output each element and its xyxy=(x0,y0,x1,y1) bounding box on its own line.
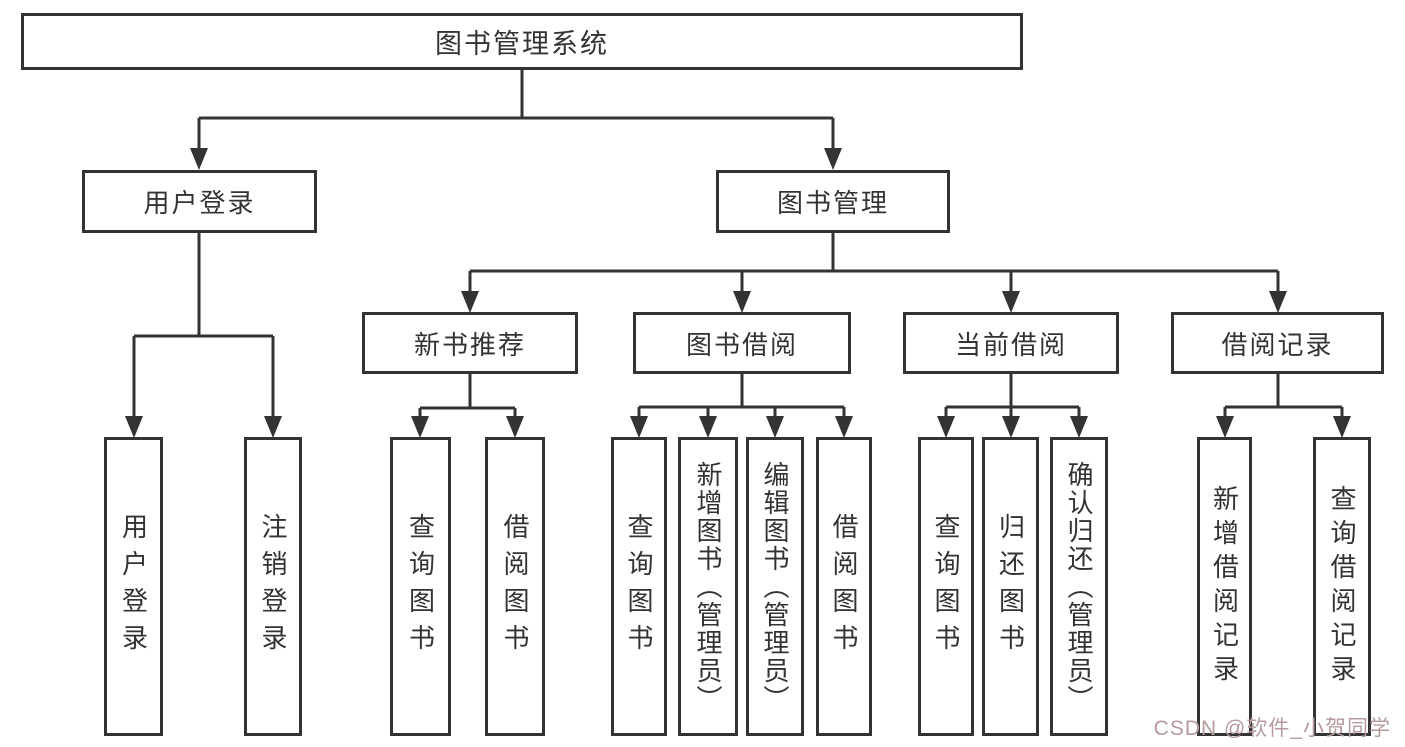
node-leaf-query-books-current: 查询图书 xyxy=(918,437,974,736)
node-label: 新书推荐 xyxy=(413,329,526,360)
node-library-management-system: 图书管理系统 xyxy=(21,13,1023,70)
node-leaf-confirm-return-admin: 确认归还（管理员） xyxy=(1050,437,1108,736)
node-leaf-edit-books-admin: 编辑图书（管理员） xyxy=(746,437,804,736)
node-leaf-borrow-books: 借阅图书 xyxy=(816,437,872,736)
node-label: 新增图书（管理员） xyxy=(693,460,723,713)
node-label: 注销登录 xyxy=(258,512,288,661)
node-leaf-add-books-admin: 新增图书（管理员） xyxy=(678,437,738,736)
node-label: 借阅图书 xyxy=(500,512,530,661)
node-label: 图书借阅 xyxy=(685,329,798,360)
node-label: 图书管理系统 xyxy=(435,29,609,59)
node-label: 确认归还（管理员） xyxy=(1064,460,1094,713)
node-leaf-query-books-borrow: 查询图书 xyxy=(611,437,667,736)
node-leaf-borrow-books-recommend: 借阅图书 xyxy=(485,437,545,736)
node-book-management: 图书管理 xyxy=(716,170,950,233)
node-label: 当前借阅 xyxy=(954,329,1067,360)
node-label: 查询图书 xyxy=(624,512,654,661)
node-label: 用户登录 xyxy=(118,512,149,661)
csdn-watermark: CSDN @软件_小贺同学 xyxy=(1153,717,1391,740)
node-leaf-add-borrow-record: 新增借阅记录 xyxy=(1197,437,1252,736)
node-borrow-records: 借阅记录 xyxy=(1171,312,1384,374)
node-leaf-logout: 注销登录 xyxy=(244,437,302,736)
node-leaf-query-books-recommend: 查询图书 xyxy=(390,437,451,736)
node-book-borrow: 图书借阅 xyxy=(633,312,851,374)
node-label: 借阅图书 xyxy=(829,512,859,661)
node-leaf-user-login: 用户登录 xyxy=(104,437,163,736)
node-user-login: 用户登录 xyxy=(82,170,317,233)
node-label: 用户登录 xyxy=(143,188,256,218)
node-label: 查询图书 xyxy=(405,512,436,661)
node-label: 借阅记录 xyxy=(1221,329,1334,360)
node-label: 归还图书 xyxy=(995,512,1026,661)
node-label: 查询图书 xyxy=(931,512,961,661)
node-leaf-query-borrow-record: 查询借阅记录 xyxy=(1313,437,1371,736)
node-label: 查询借阅记录 xyxy=(1327,484,1357,689)
node-current-borrow: 当前借阅 xyxy=(903,312,1119,374)
node-label: 图书管理 xyxy=(776,188,889,218)
node-label: 编辑图书（管理员） xyxy=(760,460,790,713)
node-leaf-return-books: 归还图书 xyxy=(982,437,1039,736)
node-new-book-recommend: 新书推荐 xyxy=(362,312,578,374)
node-label: 新增借阅记录 xyxy=(1209,484,1240,689)
